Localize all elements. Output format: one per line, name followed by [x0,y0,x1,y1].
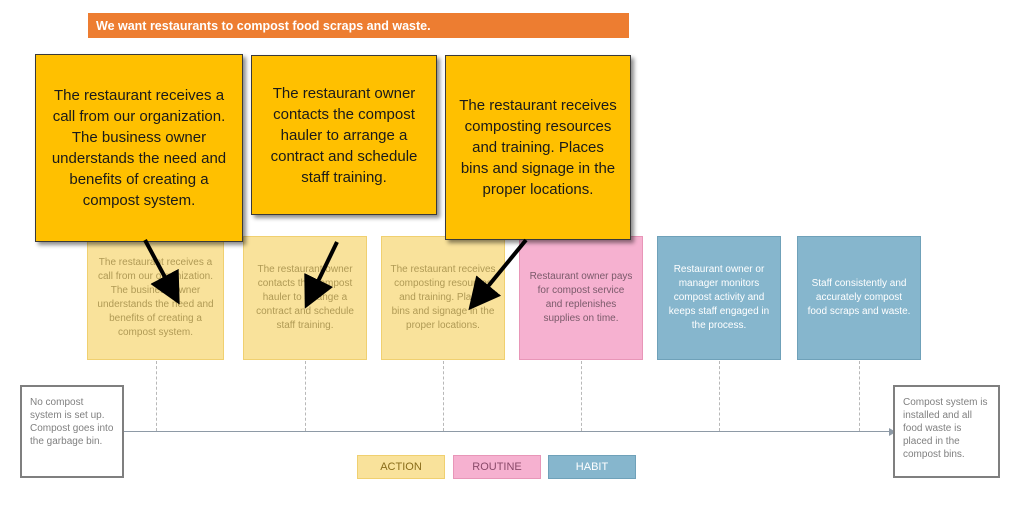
callout-2: The restaurant owner contacts the compos… [251,55,437,215]
callout-2-text: The restaurant owner contacts the compos… [270,84,418,186]
callout-1-arrow [143,239,180,305]
legend-action-label: ACTION [380,461,422,473]
legend-action: ACTION [357,455,445,479]
step-3-text: The restaurant receives composting resou… [390,264,496,331]
start-state-text: No compost system is set up. Compost goe… [30,397,114,447]
callout-1: The restaurant receives a call from our … [35,54,243,242]
end-state-box: Compost system is installed and all food… [893,385,1000,478]
callout-2-arrow [304,241,339,309]
legend-habit: HABIT [548,455,636,479]
step-box-5: Restaurant owner or manager monitors com… [657,236,781,360]
callout-3: The restaurant receives composting resou… [445,55,631,240]
end-state-text: Compost system is installed and all food… [903,397,988,460]
step-5-text: Restaurant owner or manager monitors com… [668,264,770,331]
callout-3-arrow [468,238,528,311]
step-box-6: Staff consistently and accurately compos… [797,236,921,360]
legend-routine-label: ROUTINE [472,461,522,473]
legend-habit-label: HABIT [575,461,609,473]
step-2-connector [305,361,306,431]
step-5-connector [719,361,720,431]
timeline-arrowhead [889,428,896,436]
step-6-connector [859,361,860,431]
step-3-connector [443,361,444,431]
start-state-box: No compost system is set up. Compost goe… [20,385,124,478]
callout-3-text: The restaurant receives composting resou… [459,97,617,198]
step-4-text: Restaurant owner pays for compost servic… [529,271,633,324]
callout-1-text: The restaurant receives a call from our … [51,87,227,209]
step-1-connector [156,361,157,431]
legend-routine: ROUTINE [453,455,541,479]
step-6-text: Staff consistently and accurately compos… [807,278,911,317]
step-4-connector [581,361,582,431]
timeline-line [124,431,889,432]
goal-banner: We want restaurants to compost food scra… [88,13,629,38]
step-box-4: Restaurant owner pays for compost servic… [519,236,643,360]
goal-banner-text: We want restaurants to compost food scra… [96,18,431,33]
